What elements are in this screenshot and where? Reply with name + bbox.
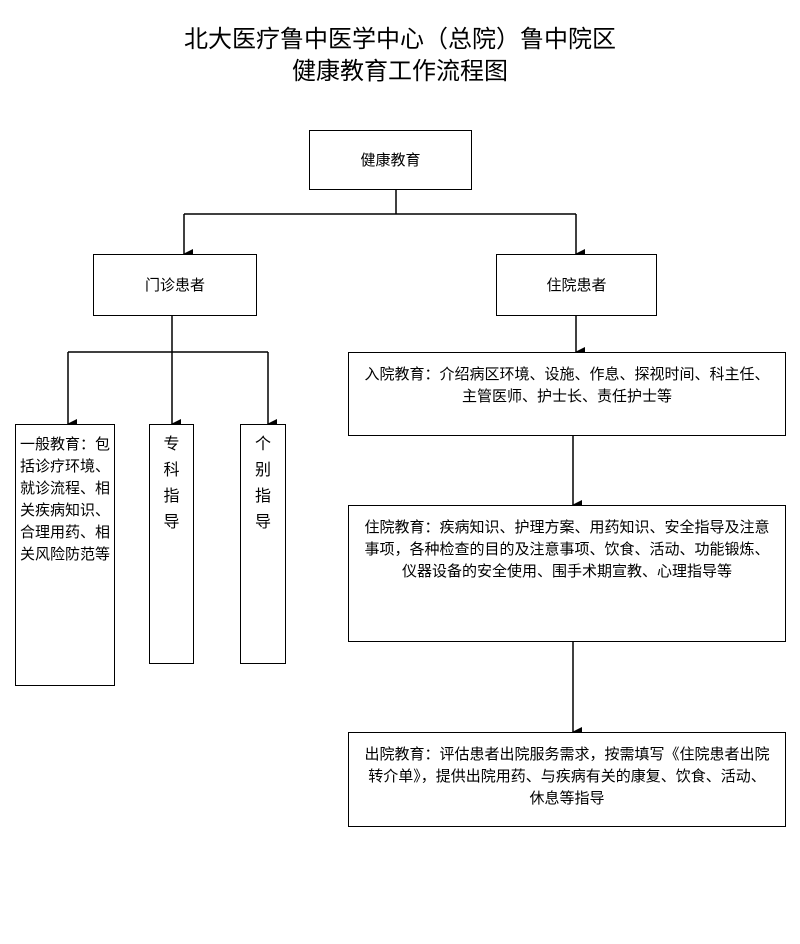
node-inpatient: 住院患者 xyxy=(496,254,657,316)
node-health-education: 健康教育 xyxy=(309,130,472,190)
node-inpatient-education: 住院教育：疾病知识、护理方案、用药知识、安全指导及注意事项，各种检查的目的及注意… xyxy=(348,505,786,642)
node-specialist-guidance: 专科指导 xyxy=(149,424,194,664)
page-subtitle: 健康教育工作流程图 xyxy=(292,57,508,85)
individual-label: 个别指导 xyxy=(255,434,272,531)
page-title: 北大医疗鲁中医学中心（总院）鲁中院区 xyxy=(184,25,616,53)
node-admission-education: 入院教育：介绍病区环境、设施、作息、探视时间、科主任、主管医师、护士长、责任护士… xyxy=(348,352,786,436)
node-general-education: 一般教育：包括诊疗环境、就诊流程、相关疾病知识、合理用药、相关风险防范等 xyxy=(15,424,115,686)
node-discharge-education: 出院教育：评估患者出院服务需求，按需填写《住院患者出院转介单》，提供出院用药、与… xyxy=(348,732,786,827)
specialist-label: 专科指导 xyxy=(163,434,180,531)
node-individual-guidance: 个别指导 xyxy=(240,424,286,664)
node-outpatient: 门诊患者 xyxy=(93,254,257,316)
